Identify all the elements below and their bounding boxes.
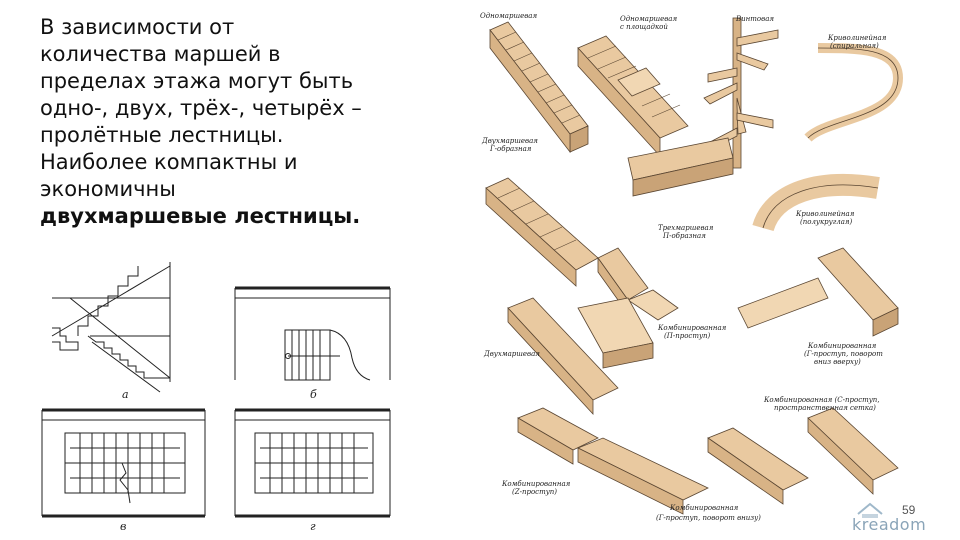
stair-l-shaped — [485, 137, 734, 287]
text-line-7: экономичны — [40, 177, 176, 201]
label-curved-2: (спиральная) — [830, 42, 879, 50]
label-curved-1: Криволинейная — [827, 34, 887, 42]
drawing-g — [234, 408, 391, 518]
label-spiral: Винтовая — [735, 15, 774, 23]
label-single-flight: Одномаршевая — [480, 12, 537, 20]
label-combined-l-top-1: Комбинированная — [807, 342, 877, 350]
stair-single-flight — [489, 21, 589, 154]
stair-types-illustration: Одномаршевая Одномаршевая с площадкой Ви… — [480, 12, 904, 522]
label-u-shaped-2: П-образная — [662, 232, 706, 240]
text-line-5: пролётные лестницы. — [40, 123, 284, 147]
label-combined-c-1: Комбинированная (С-проступ, — [763, 396, 880, 404]
label-combined-l-bottom-1: Комбинированная — [669, 504, 739, 512]
label-combined-p-2: (П-проступ) — [664, 332, 711, 340]
text-line-bold: двухмаршевые лестницы. — [40, 204, 361, 228]
label-combined-l-top-2: (Г-проступ, поворот — [804, 350, 883, 358]
label-single-landing-2: с площадкой — [620, 23, 668, 31]
label-combined-l-top-3: вниз вверху) — [814, 358, 861, 366]
label-combined-p-1: Комбинированная — [657, 324, 727, 332]
text-line-4: одно-, двух, трёх-, четырёх – — [40, 96, 362, 120]
text-line-3: пределах этажа могут быть — [40, 69, 354, 93]
stair-combined-l-bottom — [707, 427, 809, 505]
drawing-a — [51, 262, 171, 393]
stair-semicircular — [752, 174, 880, 232]
stair-combined-z — [577, 437, 709, 515]
stair-combined-c — [807, 407, 899, 495]
label-combined-z-1: Комбинированная — [501, 480, 571, 488]
stair-combined-p — [507, 297, 654, 416]
label-semicircular-1: Криволинейная — [795, 210, 855, 218]
stair-curved-spiral — [804, 43, 904, 142]
body-text: В зависимости от количества маршей в пре… — [40, 14, 440, 230]
label-single-landing-1: Одномаршевая — [620, 15, 677, 23]
logo-text: kreadom — [852, 515, 927, 534]
label-u-shaped-1: Трехмаршевая — [658, 224, 714, 232]
stair-plan-drawings: а б в г — [41, 262, 391, 533]
kreadom-logo — [857, 502, 883, 518]
caption-g: г — [310, 520, 316, 533]
label-semicircular-2: (полукруглая) — [800, 218, 852, 226]
label-combined-c-2: пространственная сетка) — [774, 404, 876, 412]
label-l-shaped-2: Г-образная — [489, 145, 532, 153]
label-combined-l-bottom-2: (Г-проступ, поворот внизу) — [656, 514, 761, 522]
text-line-2: количества маршей в — [40, 42, 281, 66]
label-l-shaped-1: Двухмаршевая — [481, 137, 538, 145]
label-two-flight: Двухмаршевая — [483, 350, 540, 358]
drawing-v — [41, 408, 206, 518]
caption-v: в — [120, 520, 126, 533]
stair-combined-l-top — [737, 247, 899, 337]
drawing-b — [234, 286, 391, 381]
page-number: 59 — [902, 503, 916, 517]
caption-a: а — [122, 388, 129, 401]
stair-single-with-landing — [577, 35, 689, 158]
text-line-6: Наиболее компактны и — [40, 150, 298, 174]
stair-two-flight — [517, 407, 599, 465]
label-combined-z-2: (Z-проступ) — [512, 488, 557, 496]
text-line-1: В зависимости от — [40, 15, 235, 39]
caption-b: б — [310, 388, 317, 401]
